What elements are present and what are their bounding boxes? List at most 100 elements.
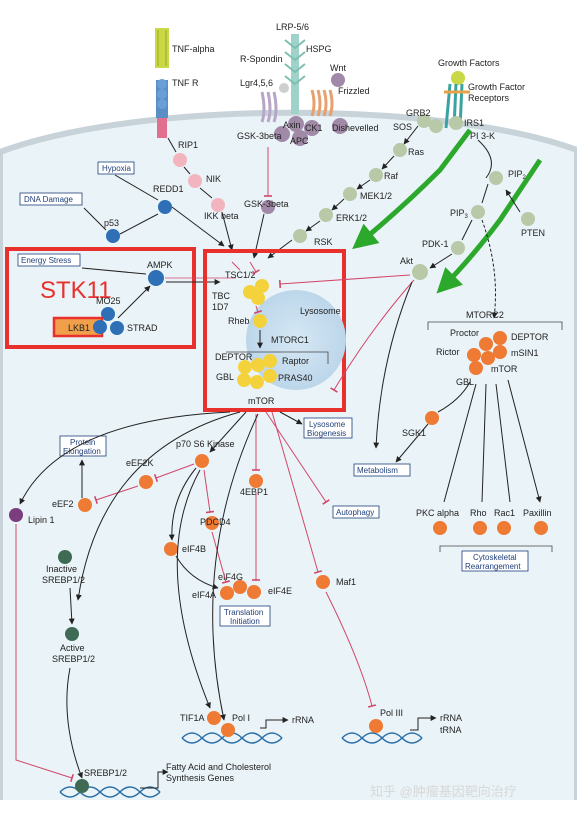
fatty-acid-label-2: Synthesis Genes — [166, 773, 235, 783]
proctor-label: Proctor — [450, 328, 479, 338]
rictor-label: Rictor — [436, 347, 460, 357]
ck1-label: CK1 — [305, 123, 323, 133]
pras40-label: PRAS40 — [278, 373, 313, 383]
nik-node — [188, 174, 202, 188]
protein-elongation-text-2: Elongation — [63, 447, 101, 456]
translation-init-text-2: Initiation — [230, 617, 260, 626]
inactive-srebp-label-1: Inactive — [46, 564, 77, 574]
grb2-label: GRB2 — [406, 108, 431, 118]
pol3-node — [369, 719, 383, 733]
gbl1-label: GBL — [216, 372, 234, 382]
watermark: 知乎 @肿瘤基因靶向治疗 — [370, 784, 517, 799]
autophagy-box — [332, 505, 380, 519]
rac1-node — [497, 521, 511, 535]
p70-node — [195, 454, 209, 468]
lkb1-label: LKB1 — [68, 323, 90, 333]
gsk3b-top-label: GSK-3beta — [237, 131, 282, 141]
eif4g-node — [233, 580, 247, 594]
ck1-node — [304, 120, 320, 136]
mo25-node — [101, 307, 115, 321]
tsc-node-2 — [255, 279, 269, 293]
erk-node — [319, 208, 333, 222]
fatty-acid-label-1: Fatty Acid and Cholesterol — [166, 762, 271, 772]
pip2-node — [489, 171, 503, 185]
pol3-label: Pol III — [380, 708, 403, 718]
msin1-label: mSIN1 — [511, 348, 539, 358]
irs1-label: IRS1 — [464, 118, 484, 128]
redd1-label: REDD1 — [153, 184, 184, 194]
hypoxia-text: Hypoxia — [102, 164, 131, 173]
ebp1-node — [249, 474, 263, 488]
mtorc2-label: MTORC2 — [466, 310, 504, 320]
rrna1-label: rRNA — [292, 715, 314, 725]
lrp-receptor — [284, 34, 306, 114]
eef2k-label: eEF2K — [126, 458, 154, 468]
mtorc1-complex — [237, 354, 277, 389]
lysosome-biogenesis-box — [303, 417, 353, 439]
lkb1-node — [93, 320, 107, 334]
pdk1-node — [451, 241, 465, 255]
hypoxia-box — [97, 161, 135, 175]
mo25-label: MO25 — [96, 296, 121, 306]
gsk3b-top-node — [274, 126, 290, 142]
maf1-node — [316, 575, 330, 589]
dna-damage-box — [19, 192, 83, 206]
apc-node — [292, 130, 308, 146]
pdk1-label: PDK-1 — [422, 239, 449, 249]
growth-factor-ligand — [451, 71, 465, 85]
lgr-label: Lgr4,5,6 — [240, 78, 273, 88]
pip2-label: PIP2 — [508, 169, 527, 181]
inactive-srebp-label-2: SREBP1/2 — [42, 575, 85, 585]
irs1-node — [449, 116, 463, 130]
pten-node — [521, 212, 535, 226]
ampk-label: AMPK — [147, 260, 173, 270]
raf-label: Raf — [384, 171, 399, 181]
cytoskeletal-text-1: Cytoskeletal — [473, 553, 517, 562]
eif4e-label: eIF4E — [268, 586, 292, 596]
tnf-receptor — [155, 28, 169, 138]
green-arrow-right — [436, 158, 543, 294]
deptor1-label: DEPTOR — [215, 352, 253, 362]
pol1-node — [221, 723, 235, 737]
mtorc1-label: MTORC1 — [271, 335, 309, 345]
sgk1-node — [425, 411, 439, 425]
raptor-label: Raptor — [282, 356, 309, 366]
stk11-highlight-box — [5, 247, 196, 349]
srebp-dna-node — [75, 779, 89, 793]
active-srebp-node — [65, 627, 79, 641]
srebp-dna-label: SREBP1/2 — [84, 768, 127, 778]
pkc-label: PKC alpha — [416, 508, 459, 518]
ikk-node — [211, 198, 225, 212]
pdcd4-node — [205, 516, 219, 530]
maf1-label: Maf1 — [336, 577, 356, 587]
cytoskeletal-text-2: Rearrangement — [465, 562, 521, 571]
ras-node — [393, 143, 407, 157]
pten-label: PTEN — [521, 228, 545, 238]
raf-node — [369, 168, 383, 182]
mtor2-label: mTOR — [491, 364, 518, 374]
pdcd4-label-text: PDCD4 — [200, 517, 231, 527]
p53-node — [106, 229, 120, 243]
active-srebp-label-1: Active — [60, 643, 85, 653]
paxillin-node — [534, 521, 548, 535]
rsk-node — [293, 229, 307, 243]
rip1-label: RIP1 — [178, 140, 198, 150]
protein-elongation-text-1: Protein — [70, 438, 95, 447]
rip1-node — [173, 153, 187, 167]
lysosome-label: Lysosome — [300, 306, 341, 316]
sos-node — [429, 119, 443, 133]
tbc-label-2: 1D7 — [212, 302, 229, 312]
ras-label: Ras — [408, 147, 425, 157]
energy-stress-box — [17, 253, 81, 267]
eif4b-label: eIF4B — [182, 544, 206, 554]
gsk3b-mid-label: GSK-3beta — [244, 199, 289, 209]
lysosome-biogenesis-text-1: Lysosome — [309, 420, 346, 429]
mek-label: MEK1/2 — [360, 191, 392, 201]
r-spondin-node — [279, 83, 289, 93]
lipin-label: Lipin 1 — [28, 515, 55, 525]
rho-node — [473, 521, 487, 535]
eef2-node — [78, 498, 92, 512]
axin-node — [288, 116, 304, 132]
ebp1-label: 4EBP1 — [240, 487, 268, 497]
